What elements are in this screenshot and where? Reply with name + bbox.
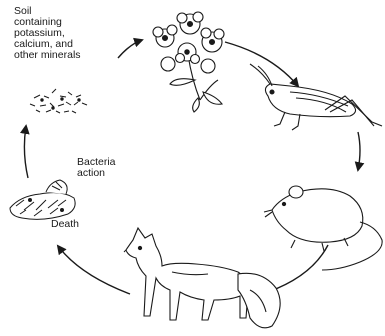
flower-cluster-left <box>153 25 177 47</box>
decomposing-remains-illustration <box>10 180 75 219</box>
bacteria-label-line: action <box>77 168 137 179</box>
flower-cluster-mid <box>176 43 200 64</box>
arrow-grasshopper-to-rat <box>358 132 360 170</box>
soil-minerals-illustration <box>30 89 87 113</box>
soil-label-line: other minerals <box>14 50 124 61</box>
death-label: Death <box>51 219 79 230</box>
plant-illustration <box>153 12 224 112</box>
arrow-fox-to-remains <box>58 246 130 294</box>
fox-illustration <box>124 228 280 328</box>
flower-cluster-top <box>177 12 203 34</box>
arrow-rat-to-fox <box>268 245 328 292</box>
bacteria-action-label: Bacteria action <box>77 157 137 179</box>
arrow-remains-to-soil <box>24 126 28 178</box>
arrow-plant-to-grasshopper <box>225 42 298 86</box>
flower-cluster-right <box>201 28 224 52</box>
rat-illustration <box>264 186 382 270</box>
grasshopper-illustration <box>250 64 382 130</box>
cycle-arrows <box>24 40 360 294</box>
soil-minerals-label: Soil containing potassium, calcium, and … <box>14 6 124 61</box>
